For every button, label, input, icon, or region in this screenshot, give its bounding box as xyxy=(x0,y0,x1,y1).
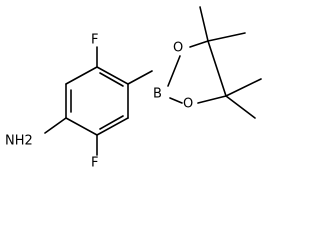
methyl-bond-lower-1 xyxy=(225,78,262,97)
bond-ring-to-amine xyxy=(44,117,67,134)
benzene-ring xyxy=(65,66,129,136)
dioxaborolane-ring xyxy=(167,40,227,104)
atom-label-fluorine-top: F xyxy=(91,33,98,48)
bond-boron-to-oxygen-upper xyxy=(167,55,181,87)
chemical-structure-diagram: F F B O O NH2 xyxy=(5,6,262,171)
atom-label-oxygen-lower: O xyxy=(183,97,193,112)
ring-bond-c1-c2 xyxy=(96,66,129,85)
ring-double-bond-upper-right xyxy=(99,72,124,87)
bond-carbon-to-carbon xyxy=(207,40,227,97)
bond-oxygen-lower-to-carbon xyxy=(197,95,227,104)
ring-bond-c3-c4 xyxy=(96,117,129,136)
atom-label-fluorine-bottom: F xyxy=(91,156,98,171)
ring-double-bond-lower-right xyxy=(99,115,124,130)
atom-label-oxygen-upper: O xyxy=(173,41,183,56)
bond-ring-to-boron xyxy=(127,70,153,85)
atom-label-boron: B xyxy=(153,87,162,102)
bond-oxygen-upper-to-carbon xyxy=(189,40,209,48)
atom-label-amine: NH2 xyxy=(5,134,33,149)
methyl-bond-upper-2 xyxy=(207,32,246,42)
ring-bond-c6-c1 xyxy=(65,66,98,85)
methyl-bond-lower-2 xyxy=(225,95,256,119)
bond-boron-to-oxygen-lower xyxy=(169,97,183,104)
ring-bond-c4-c5 xyxy=(65,117,98,136)
methyl-bond-upper-1 xyxy=(199,6,209,42)
